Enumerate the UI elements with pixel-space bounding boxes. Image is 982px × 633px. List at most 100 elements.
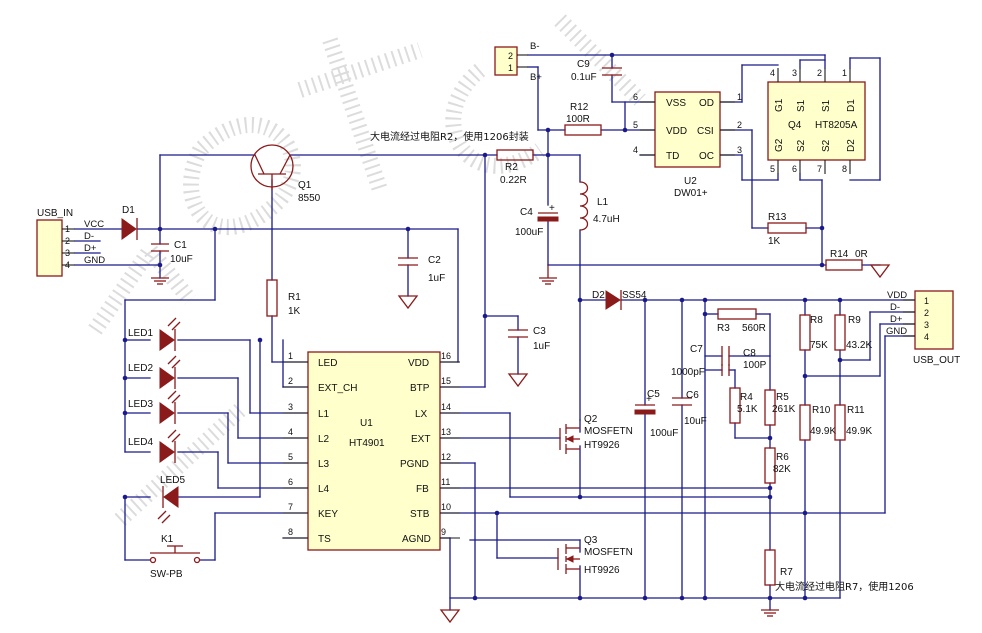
c1-value: 10uF: [170, 254, 193, 265]
resistor-r2: R2 0.22R 大电流经过电阻R2，使用1206封装: [370, 130, 534, 186]
battery-connector: 2 1 B- B+: [494, 41, 542, 83]
u2-pin-vdd: VDD: [666, 126, 687, 137]
l1-value: 4.7uH: [593, 214, 620, 225]
u2-pin-td: TD: [666, 151, 679, 162]
watermark: [88, 14, 646, 526]
ground-triangle-icon: [507, 373, 529, 388]
capacitor-c3: C3 1uF: [508, 326, 550, 352]
q4-pin-7: 7: [817, 164, 822, 174]
u1-pin-6-num: 6: [288, 477, 293, 487]
u2-pin-2-num: 2: [737, 120, 742, 130]
u2-pin-3-num: 3: [737, 145, 742, 155]
capacitor-c7: C7 1000pF: [671, 344, 730, 378]
c5-value: 100uF: [650, 428, 678, 439]
usb-out-net-dplus: D+: [890, 314, 903, 325]
mosfet-q2: Q2 MOSFETN HT9926: [559, 414, 633, 454]
transistor-q1: Q1 8550: [250, 144, 321, 204]
u1-pin-ts: TS: [318, 534, 331, 545]
u1-pin-key: KEY: [318, 509, 338, 520]
resistor-r10: R10 49.9K: [799, 404, 836, 441]
junctions: [122, 52, 843, 601]
resistor-r1: R1 1K: [266, 279, 301, 317]
r13-ref: R13: [768, 212, 787, 223]
capacitor-c5: + C5 100uF: [634, 389, 678, 439]
q1-value: 8550: [298, 193, 321, 204]
u1-pin-8-num: 8: [288, 527, 293, 537]
r3-value: 560R: [742, 323, 766, 334]
net-b-minus: B-: [530, 41, 540, 52]
led-4: LED4: [128, 429, 181, 463]
u2-pin-csi: CSI: [697, 126, 714, 137]
usb-in-pin-4: 4: [65, 260, 70, 270]
usb-in-pin-2: 2: [65, 236, 70, 246]
capacitor-c8: C8 100P: [721, 348, 767, 376]
q3-ref: Q3: [584, 535, 598, 546]
resistor-r5: R5 261K: [764, 389, 796, 426]
ground-triangle-icon: [439, 609, 461, 624]
mosfet-q3: Q3 MOSFETN HT9926: [557, 535, 633, 576]
q2-value: HT9926: [584, 440, 620, 451]
resistor-r9: R9 43.2K: [834, 314, 872, 351]
r9-ref: R9: [848, 315, 861, 326]
usb-out-pin-4: 4: [924, 332, 929, 342]
r5-ref: R5: [776, 392, 789, 403]
u2-pin-6-num: 6: [633, 92, 638, 102]
q4-label-g2: G2: [774, 138, 785, 152]
c9-value: 0.1uF: [571, 72, 597, 83]
d2-ref: D2: [592, 290, 605, 301]
u1-pin-1-num: 1: [288, 351, 293, 361]
q4-value: HT8205A: [815, 120, 858, 131]
r4-ref: R4: [740, 392, 753, 403]
u2-ref: U2: [684, 176, 697, 187]
q4-label-g1: G1: [774, 98, 785, 112]
led-1: LED1: [128, 317, 181, 351]
r4-value: 5.1K: [737, 404, 758, 415]
usb-in-pin-1: 1: [65, 224, 70, 234]
resistor-r8: R8 75K: [799, 314, 828, 351]
u1-pin-stb: STB: [410, 509, 430, 520]
battery-pin-2: 2: [508, 51, 513, 61]
usb-in-net-dplus: D+: [84, 243, 97, 254]
u1-pin-l2: L2: [318, 434, 330, 445]
q1-ref: Q1: [298, 180, 312, 191]
r5-value: 261K: [772, 404, 796, 415]
ground-icon: [539, 265, 557, 285]
u1-pin-9-num: 9: [441, 527, 446, 537]
ic-u1: 1 2 3 4 5 6 7 8 LED EXT_CH L1 L2 L3 L4 K…: [283, 351, 460, 551]
r2-value: 0.22R: [500, 175, 527, 186]
inductor-l1: L1 4.7uH: [579, 181, 620, 231]
c4-value: 100uF: [515, 227, 543, 238]
led-3: LED3: [128, 390, 181, 424]
usb-in-pin-3: 3: [65, 248, 70, 258]
u1-pin-l4: L4: [318, 484, 330, 495]
usb-in-net-gnd: GND: [84, 255, 105, 266]
r3-ref: R3: [717, 323, 730, 334]
q4-pin-6: 6: [792, 164, 797, 174]
net-b-plus: B+: [530, 72, 542, 83]
ic-q4: 4 3 2 1 5 6 7 8 G1 S1 S1 D1 G2 S2 S2 D2 …: [767, 68, 866, 174]
r7-ref: R7: [780, 567, 793, 578]
r8-value: 75K: [810, 340, 828, 351]
capacitor-c4: + C4 100uF: [515, 203, 559, 238]
u1-pin-l3: L3: [318, 459, 330, 470]
u1-pin-14-num: 14: [441, 402, 451, 412]
c9-ref: C9: [577, 59, 590, 70]
ground-icon: [761, 609, 779, 617]
c7-value: 1000pF: [671, 367, 705, 378]
ground-triangle-icon: [869, 264, 891, 279]
u2-pin-vss: VSS: [666, 98, 686, 109]
usb-in-net-dminus: D-: [84, 231, 94, 242]
q4-pin-4: 4: [770, 68, 775, 78]
k1-ref: K1: [161, 534, 174, 545]
r6-value: 82K: [773, 464, 791, 475]
u1-pin-12-num: 12: [441, 452, 451, 462]
q4-pin-2: 2: [817, 68, 822, 78]
r14-value: 0R: [855, 249, 868, 260]
u2-pin-od: OD: [699, 98, 714, 109]
u2-pin-oc: OC: [699, 151, 714, 162]
u1-pin-ext-ch: EXT_CH: [318, 383, 357, 394]
usb-out-net-gnd: GND: [886, 326, 907, 337]
q4-pin-1: 1: [842, 68, 847, 78]
capacitor-c6: C6 10uF: [672, 390, 707, 427]
